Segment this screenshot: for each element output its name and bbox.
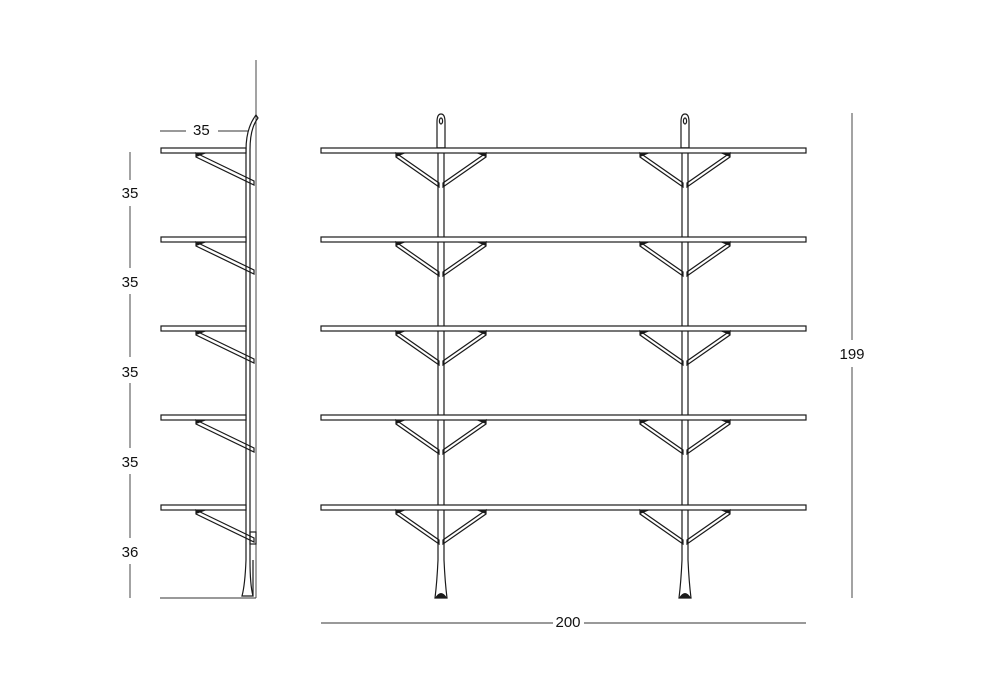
bracket-arm-left [639, 508, 684, 546]
bracket-arm-right [442, 151, 487, 189]
bracket-arm-right [686, 329, 731, 367]
side-shelf [160, 504, 247, 511]
bracket-joint [640, 153, 650, 157]
side-view: 35 35 35 35 35 36 [122, 60, 259, 599]
bracket-arm-left [395, 240, 440, 278]
bracket-arm-left [639, 151, 684, 189]
side-strut [195, 330, 255, 364]
bracket-joint [720, 242, 730, 246]
bracket-joint [476, 153, 486, 157]
bracket-arm-right [686, 240, 731, 278]
bracket-joint [476, 331, 486, 335]
bracket-joint [640, 331, 650, 335]
bracket-joint [396, 331, 406, 335]
spacing-label-2: 35 [122, 274, 139, 291]
front-shelves [320, 147, 807, 511]
bracket-arm-left [395, 329, 440, 367]
bracket-arm-left [639, 329, 684, 367]
bracket-arm-left [639, 240, 684, 278]
side-strut [195, 419, 255, 453]
upright-hook [680, 113, 690, 149]
side-shelf [160, 147, 247, 154]
bracket-joint [640, 510, 650, 514]
bracket-joint [396, 420, 406, 424]
hook-hole [682, 117, 688, 125]
bracket-arm-left [395, 151, 440, 189]
side-shelves [160, 147, 257, 545]
total-height-label: 199 [839, 346, 864, 363]
bracket-joint [720, 420, 730, 424]
side-depth-label: 35 [193, 122, 210, 139]
total-width-label: 200 [555, 614, 580, 631]
spacing-label-4: 35 [122, 454, 139, 471]
side-strut-joint [196, 420, 207, 424]
front-shelf [320, 504, 807, 511]
front-shelf [320, 147, 807, 154]
bracket-joint [396, 242, 406, 246]
bracket-arm-right [442, 329, 487, 367]
bracket-arm-right [686, 418, 731, 456]
front-upright [678, 147, 692, 599]
front-shelf [320, 325, 807, 332]
side-strut-joint [196, 242, 207, 246]
side-strut-joint [196, 153, 207, 157]
front-upright [434, 147, 448, 599]
side-strut-joint [196, 510, 207, 514]
bracket-joint [396, 153, 406, 157]
side-strut [195, 241, 255, 275]
side-shelf [160, 325, 247, 332]
side-strut [195, 509, 255, 543]
front-brackets [395, 151, 731, 546]
bracket-joint [476, 420, 486, 424]
bracket-arm-left [639, 418, 684, 456]
front-view: 200 199 [320, 113, 865, 631]
upright-foot [435, 593, 447, 598]
bracket-joint [720, 153, 730, 157]
spacing-label-3: 35 [122, 364, 139, 381]
side-strut [195, 152, 255, 186]
front-shelf [320, 236, 807, 243]
upright-foot [679, 593, 691, 598]
bracket-arm-right [442, 418, 487, 456]
bracket-joint [476, 510, 486, 514]
bracket-arm-left [395, 508, 440, 546]
front-shelf [320, 414, 807, 421]
side-shelf [160, 414, 247, 421]
bracket-arm-right [442, 508, 487, 546]
side-strut-joint [196, 331, 207, 335]
front-uprights [434, 113, 692, 599]
side-shelf [160, 236, 247, 243]
hook-hole [438, 117, 444, 125]
spacing-label-1: 35 [122, 185, 139, 202]
bracket-arm-right [442, 240, 487, 278]
bracket-joint [396, 510, 406, 514]
bracket-arm-right [686, 508, 731, 546]
side-upright [241, 113, 259, 597]
bracket-joint [640, 242, 650, 246]
bracket-arm-right [686, 151, 731, 189]
upright-hook [436, 113, 446, 149]
bracket-joint [720, 331, 730, 335]
bracket-joint [640, 420, 650, 424]
bracket-arm-left [395, 418, 440, 456]
spacing-label-5: 36 [122, 544, 139, 561]
bracket-joint [720, 510, 730, 514]
bracket-joint [476, 242, 486, 246]
wall-fixing [249, 531, 257, 545]
